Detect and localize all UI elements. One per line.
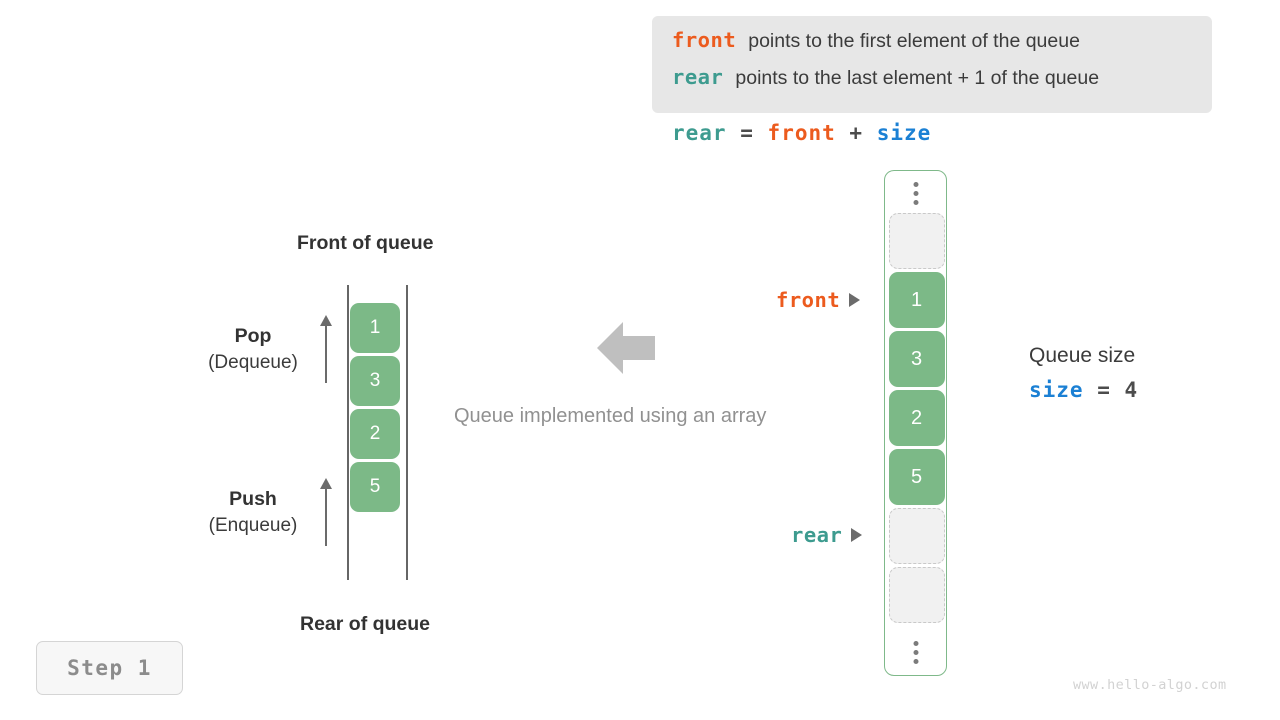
- legend-text-front: points to the first element of the queue: [748, 30, 1080, 52]
- formula-front: front: [767, 121, 836, 145]
- pointer-rear-label: rear: [791, 523, 843, 547]
- queue-size-title: Queue size: [1029, 344, 1136, 367]
- queue-size-equals: =: [1097, 378, 1111, 402]
- array-cell-empty-5[interactable]: [888, 508, 945, 564]
- queue-size-value: 4: [1124, 378, 1139, 402]
- formula-equals: =: [740, 121, 754, 145]
- legend-panel: front points to the first element of the…: [652, 16, 1212, 113]
- array-cell-4[interactable]: 5: [888, 449, 945, 505]
- legend-text-rear: points to the last element + 1 of the qu…: [735, 67, 1100, 89]
- operation-push-sub: (Enqueue): [208, 514, 298, 536]
- vertical-ellipsis-icon-top: [913, 182, 918, 205]
- operation-pop-name: Pop: [234, 324, 272, 347]
- legend-row-rear: rear points to the last element + 1 of t…: [672, 65, 1192, 102]
- queue-cell-3[interactable]: 2: [350, 409, 400, 459]
- queue-size-var: size: [1029, 378, 1084, 402]
- queue-size-block: Queue size size = 4: [1029, 344, 1138, 402]
- legend-keyword-rear: rear: [672, 65, 724, 89]
- operation-pop-sub: (Dequeue): [208, 351, 298, 373]
- diagram-caption: Queue implemented using an array: [454, 405, 767, 427]
- queue-cell-1[interactable]: 1: [350, 303, 400, 353]
- arrow-up-icon-pop: [319, 315, 333, 383]
- arrow-left-icon-mapping: [597, 322, 655, 379]
- operation-push-text: Push (Enqueue): [195, 488, 311, 537]
- queue-rail-right: [406, 285, 408, 580]
- queue-size-expression: size = 4: [1029, 378, 1138, 402]
- array-cell-2[interactable]: 3: [888, 331, 945, 387]
- array-cell-list: 1 3 2 5: [888, 213, 945, 623]
- queue-cell-4[interactable]: 5: [350, 462, 400, 512]
- legend-keyword-front: front: [672, 28, 737, 52]
- queue-cell-list: 1 3 2 5: [350, 303, 400, 512]
- formula-size: size: [876, 121, 932, 145]
- queue-rail-left: [347, 285, 349, 580]
- formula-rear-equals-front-plus-size: rear = front + size: [672, 121, 931, 145]
- array-cell-empty-0[interactable]: [888, 213, 945, 269]
- formula-plus: +: [849, 121, 864, 145]
- operation-push-name: Push: [229, 487, 277, 510]
- pointer-front-label: front: [776, 288, 841, 312]
- label-rear-of-queue: Rear of queue: [300, 613, 431, 635]
- formula-rear: rear: [672, 121, 727, 145]
- array-cell-1[interactable]: 1: [888, 272, 945, 328]
- queue-cell-2[interactable]: 3: [350, 356, 400, 406]
- operation-pop-text: Pop (Dequeue): [195, 325, 311, 374]
- array-container: 1 3 2 5: [884, 170, 947, 676]
- operation-pop: Pop (Dequeue): [195, 315, 333, 383]
- watermark: www.hello-algo.com: [1073, 677, 1227, 693]
- operation-push: Push (Enqueue): [195, 478, 333, 546]
- arrow-right-icon-rear: [851, 528, 863, 542]
- pointer-front: front: [776, 288, 861, 312]
- pointer-rear: rear: [791, 523, 863, 547]
- array-cell-empty-6[interactable]: [888, 567, 945, 623]
- step-badge: Step 1: [36, 641, 183, 695]
- arrow-right-icon-front: [849, 293, 861, 307]
- vertical-ellipsis-icon-bottom: [913, 641, 918, 664]
- arrow-up-icon-push: [319, 478, 333, 546]
- label-front-of-queue: Front of queue: [297, 232, 434, 254]
- array-cell-3[interactable]: 2: [888, 390, 945, 446]
- legend-row-front: front points to the first element of the…: [672, 28, 1192, 65]
